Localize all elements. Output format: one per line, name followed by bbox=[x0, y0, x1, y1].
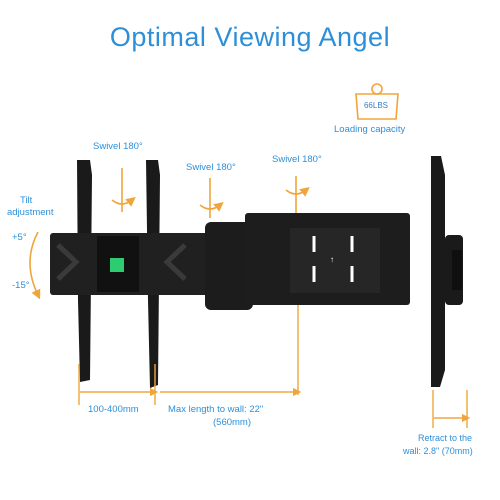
tilt-down-label: -15° bbox=[12, 280, 30, 291]
retract-label-line1: Retract to the bbox=[418, 433, 473, 443]
tilt-label-line2: adjustment bbox=[7, 207, 54, 218]
max-length-label-line1: Max length to wall: 22" bbox=[168, 404, 264, 415]
max-length-dimension-line bbox=[160, 305, 302, 397]
vesa-label: 100-400mm bbox=[88, 404, 139, 415]
capacity-label: Loading capacity bbox=[334, 124, 406, 135]
tilt-label-line1: Tilt bbox=[20, 195, 33, 206]
tilt-arc-icon bbox=[29, 231, 41, 300]
wall-plate: ↑ bbox=[245, 213, 410, 305]
swivel-right-icon bbox=[285, 176, 310, 213]
swivel-middle-label: Swivel 180° bbox=[186, 162, 236, 173]
mount-body bbox=[50, 233, 210, 295]
retract-dimension-line bbox=[432, 390, 471, 428]
swivel-middle-icon bbox=[199, 178, 224, 218]
svg-text:↑: ↑ bbox=[330, 255, 334, 264]
swivel-left-icon bbox=[111, 168, 136, 212]
tilt-up-label: +5° bbox=[12, 232, 27, 243]
swivel-left-label: Swivel 180° bbox=[93, 141, 143, 152]
side-profile bbox=[431, 156, 463, 387]
swivel-right-label: Swivel 180° bbox=[272, 154, 322, 165]
vesa-dimension-line bbox=[78, 364, 159, 405]
capacity-weight: 66LBS bbox=[363, 101, 389, 110]
page-title: Optimal Viewing Angel bbox=[109, 22, 391, 52]
weight-badge-icon bbox=[355, 83, 399, 120]
retract-label-line2: wall: 2.8" (70mm) bbox=[403, 446, 473, 456]
max-length-label-line2: (560mm) bbox=[213, 417, 252, 428]
